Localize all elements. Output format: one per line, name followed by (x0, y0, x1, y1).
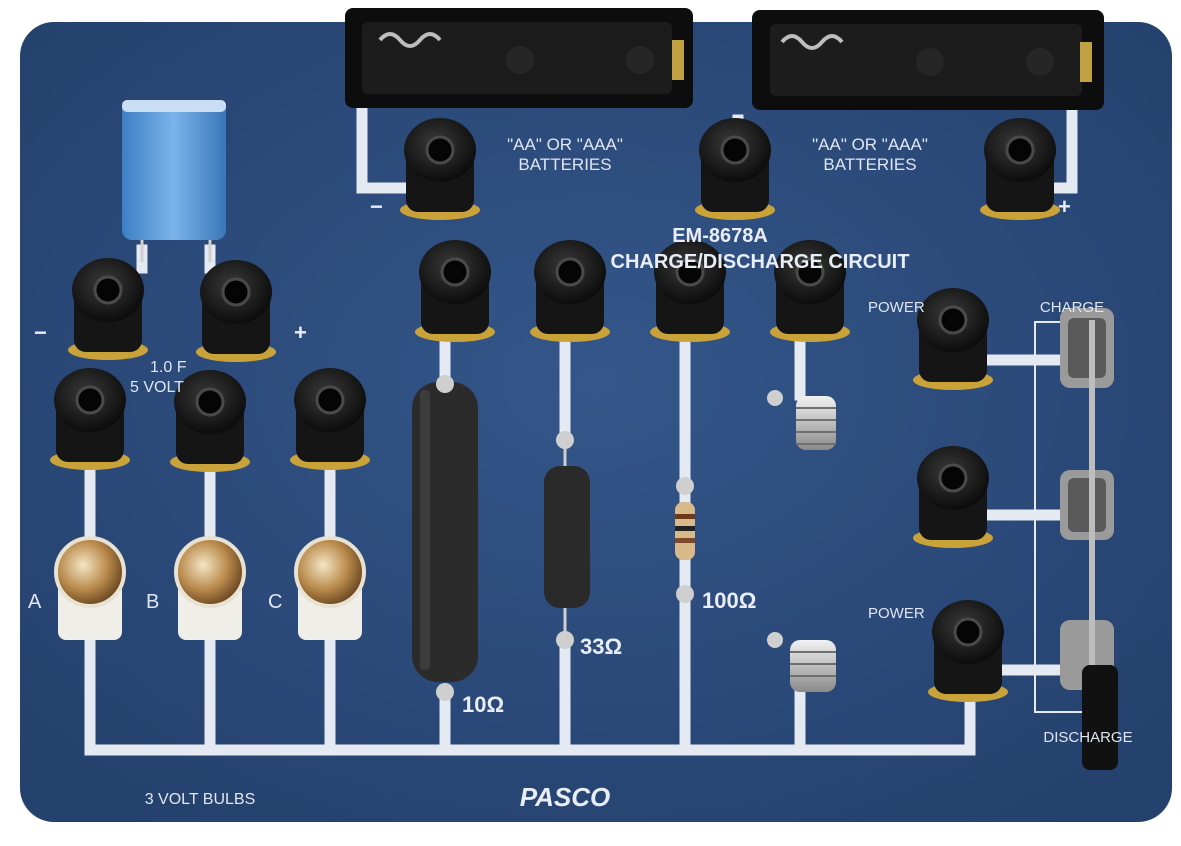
capacitor-minus-label: − (34, 320, 47, 345)
banana-jack[interactable] (695, 118, 775, 220)
battery-minus-label: − (370, 194, 383, 219)
capacitor-plus-label: + (294, 320, 307, 345)
banana-jacks (50, 118, 1060, 702)
banana-jack[interactable] (400, 118, 480, 220)
power-label-1: POWER (868, 299, 925, 316)
battery-holder-1 (345, 8, 693, 108)
battery-holder-2 (752, 10, 1104, 110)
banana-jack[interactable] (913, 446, 993, 548)
banana-jack[interactable] (530, 240, 610, 342)
banana-jack[interactable] (50, 368, 130, 470)
bulb-b (174, 536, 246, 640)
banana-jack[interactable] (415, 240, 495, 342)
resistor-10-label: 10Ω (462, 692, 504, 717)
banana-jack[interactable] (770, 240, 850, 342)
bulbs-label: 3 VOLT BULBS (145, 791, 256, 808)
spring-lower (767, 632, 836, 692)
power-label-2: POWER (868, 605, 925, 622)
battery-label-line1: "AA" OR "AAA" (507, 135, 623, 154)
bulb-a-label: A (28, 591, 42, 613)
resistor-33-label: 33Ω (580, 634, 622, 659)
banana-jack[interactable] (913, 288, 993, 390)
spring-upper (767, 390, 836, 450)
model-number: EM-8678A (672, 225, 768, 247)
bulb-c (294, 536, 366, 640)
switch-charge-label: CHARGE (1040, 299, 1104, 316)
banana-jack[interactable] (980, 118, 1060, 220)
switch-clips (1060, 308, 1118, 770)
resistor-10-ohm (412, 375, 478, 701)
switch-discharge-label: DISCHARGE (1043, 729, 1132, 746)
battery-plus-label: + (1058, 194, 1071, 219)
bulb-c-label: C (268, 591, 282, 613)
banana-jack[interactable] (196, 260, 276, 362)
brand-logo: PASCO (520, 782, 611, 812)
resistor-100-label: 100Ω (702, 588, 756, 613)
capacitor (122, 100, 226, 262)
banana-jack[interactable] (170, 370, 250, 472)
capacitor-voltage-label: 5 VOLT (130, 379, 184, 396)
capacitor-value-label: 1.0 F (150, 359, 187, 376)
bulb-b-label: B (146, 591, 159, 613)
bulb-a (54, 536, 126, 640)
resistor-100-ohm (675, 477, 695, 603)
banana-jack[interactable] (928, 600, 1008, 702)
battery-label-line1-right: "AA" OR "AAA" (812, 135, 928, 154)
banana-jack[interactable] (290, 368, 370, 470)
banana-jack[interactable] (650, 240, 730, 342)
resistor-33-ohm (544, 431, 590, 649)
battery-label-line2-right: BATTERIES (823, 155, 916, 174)
banana-jack[interactable] (68, 258, 148, 360)
board-title: CHARGE/DISCHARGE CIRCUIT (611, 251, 910, 273)
battery-label-line2: BATTERIES (518, 155, 611, 174)
